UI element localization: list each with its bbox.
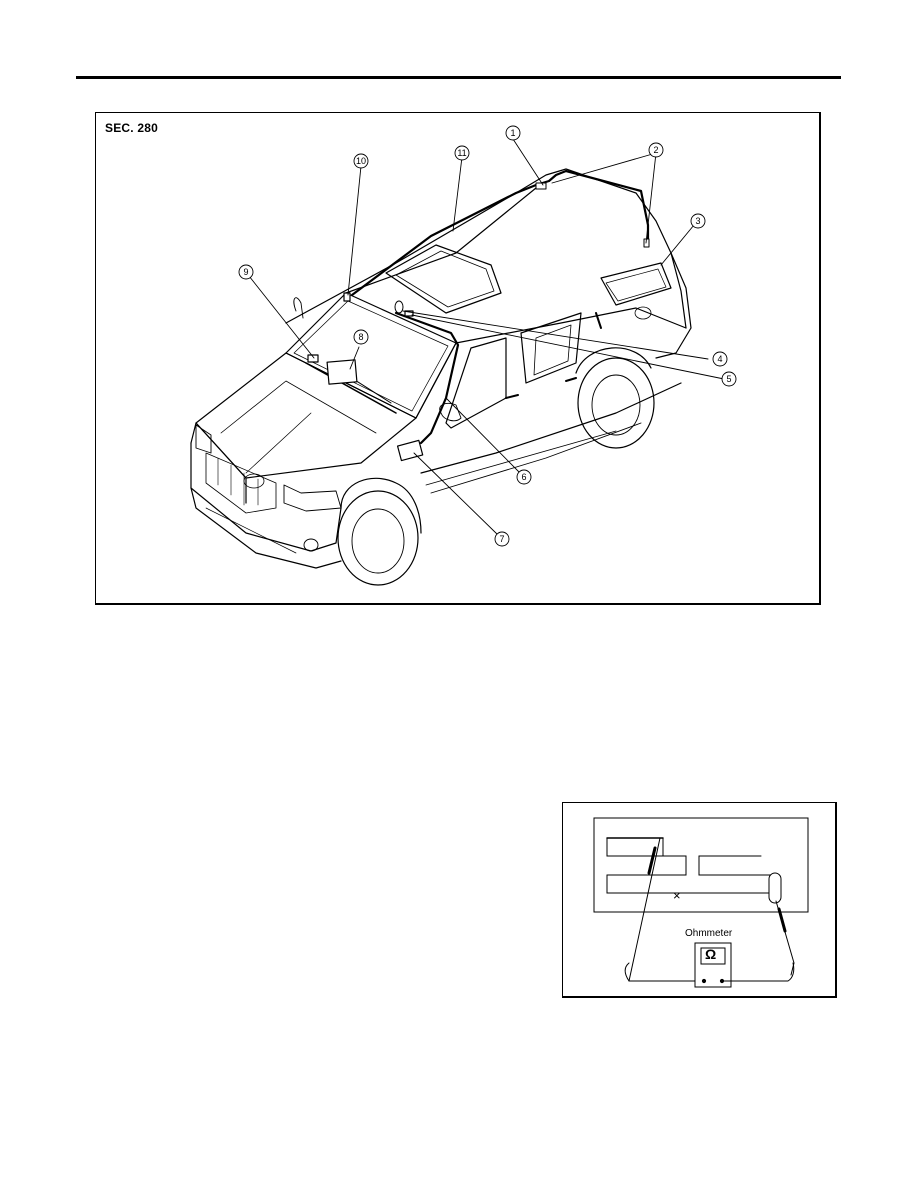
callout-label-10: 10 (356, 156, 366, 166)
callout-3 (690, 213, 706, 229)
rear-window-defogger-grid-icon: × (593, 817, 809, 988)
callout-label-8: 8 (358, 332, 363, 342)
callout-1 (505, 125, 521, 141)
callout-label-3: 3 (695, 216, 700, 226)
callout-label-9: 9 (243, 267, 248, 277)
callout-10 (353, 153, 369, 169)
section-label: SEC. 280 (105, 121, 158, 135)
callout-label-4: 4 (717, 354, 722, 364)
header-rule (76, 76, 841, 79)
callout-9 (238, 264, 254, 280)
callout-label-2: 2 (653, 145, 658, 155)
callout-8 (353, 329, 369, 345)
callout-label-5: 5 (726, 374, 731, 384)
callout-7 (494, 531, 510, 547)
ohmmeter-check-figure: × Ohmmeter Ω (562, 802, 837, 998)
callout-6 (516, 469, 532, 485)
callout-label-11: 11 (457, 148, 466, 158)
ohm-symbol: Ω (705, 946, 717, 962)
callout-2 (648, 142, 664, 158)
vehicle-diagram: 1 2 3 4 5 6 7 8 9 10 11 (190, 125, 737, 586)
callout-label-6: 6 (521, 472, 526, 482)
break-mark: × (673, 888, 681, 903)
callout-label-7: 7 (499, 534, 504, 544)
callout-5 (721, 371, 737, 387)
callout-label-1: 1 (510, 128, 515, 138)
antenna-location-figure: SEC. 280 (95, 112, 821, 605)
callout-4 (712, 351, 728, 367)
callout-11 (454, 145, 470, 161)
test-lead-icon (647, 846, 657, 875)
ohmmeter-label: Ohmmeter (685, 928, 733, 939)
